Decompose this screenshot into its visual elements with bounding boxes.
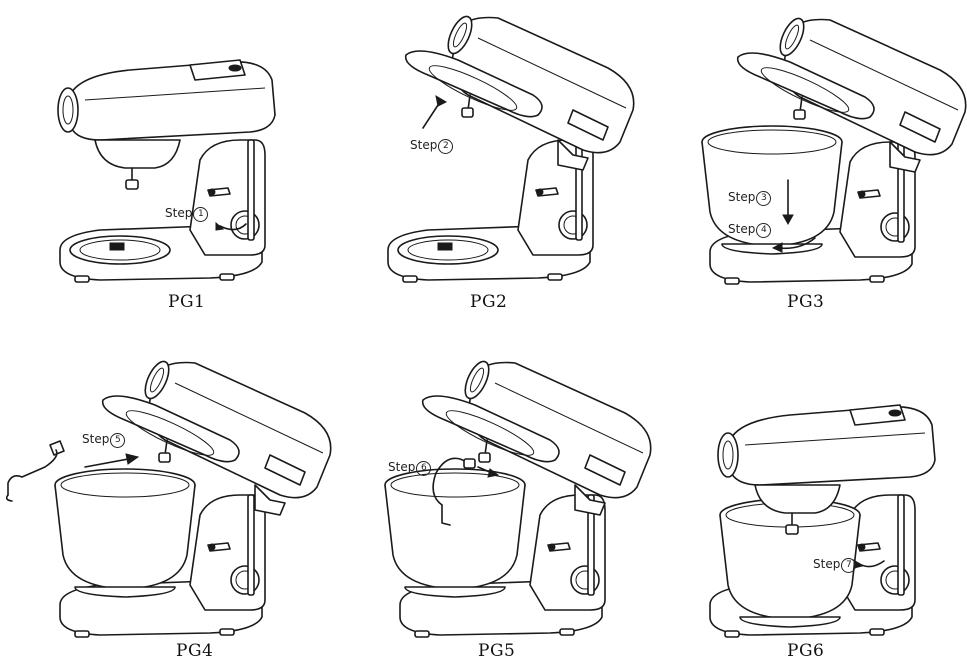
- mixer-illustration-pg1: [57, 59, 276, 283]
- caption-pg5: PG5: [478, 641, 516, 661]
- caption-pg3: PG3: [787, 292, 825, 312]
- caption-pg6: PG6: [787, 641, 825, 661]
- mixer-illustration-pg4: [5, 357, 332, 638]
- caption-pg1: PG1: [168, 292, 206, 312]
- mixer-illustration-pg6: [709, 404, 936, 638]
- caption-pg2: PG2: [470, 292, 508, 312]
- mixer-illustration-pg3: [701, 14, 967, 285]
- mixer-illustration-pg2: [387, 12, 635, 283]
- caption-pg4: PG4: [176, 641, 214, 661]
- mixer-illustration-pg5: [384, 357, 652, 638]
